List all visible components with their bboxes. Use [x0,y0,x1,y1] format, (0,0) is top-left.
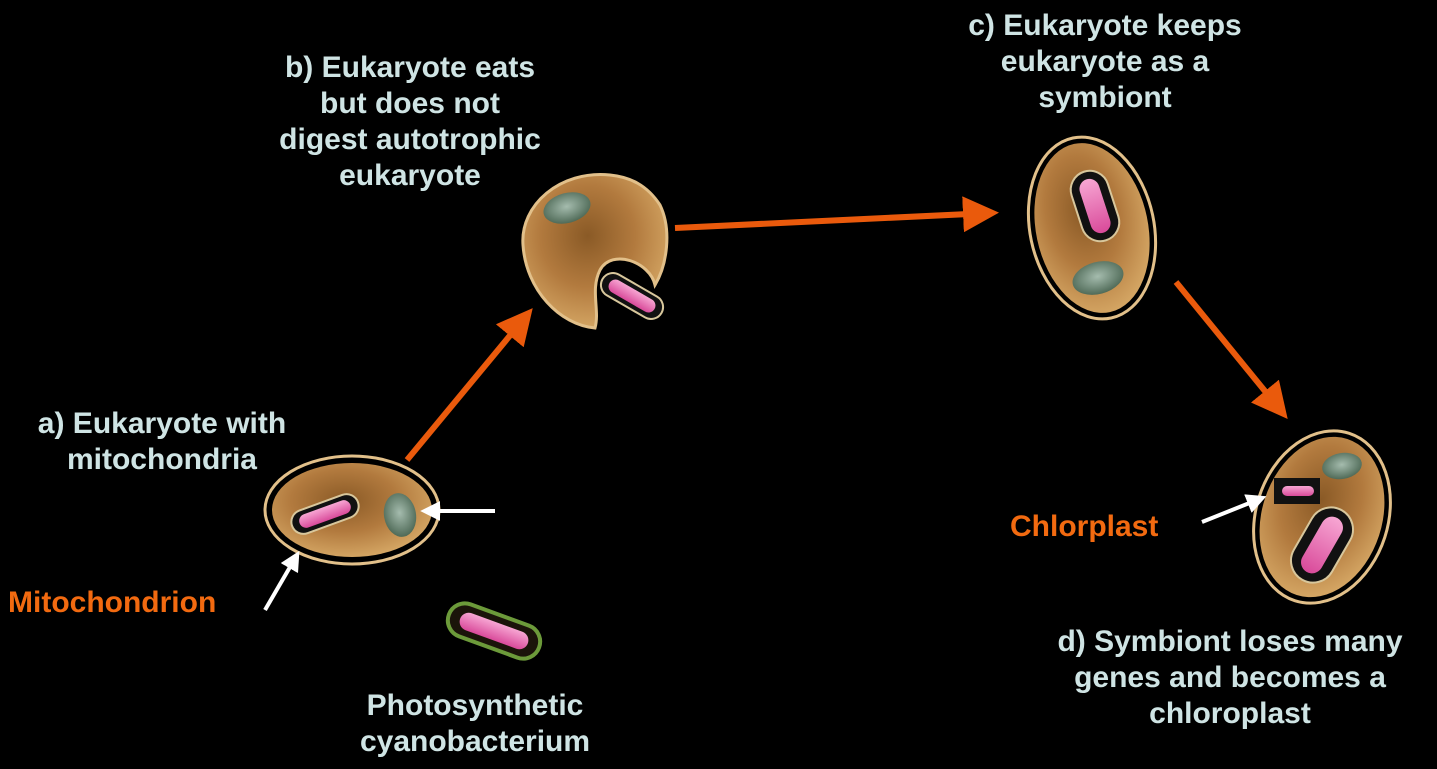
label-mitochondrion: Mitochondrion [8,585,253,621]
pointer-arrow-mitochondrion [265,555,297,610]
label-step-b-line: but does not [245,86,575,122]
label-step-a: a) Eukaryote with mitochondria [12,406,312,478]
label-step-b-line: b) Eukaryote eats [245,50,575,86]
label-step-b-line: eukaryote [245,158,575,194]
chloroplast-cell-icon [1232,413,1412,621]
flow-arrow-a-to-b [407,315,527,460]
flow-arrow-b-to-c [675,213,990,228]
label-step-c: c) Eukaryote keeps eukaryote as a symbio… [930,8,1280,116]
label-step-c-line: symbiont [930,80,1280,116]
label-step-d-line: genes and becomes a [1025,660,1435,696]
label-step-a-line: a) Eukaryote with [12,406,312,442]
label-step-d-line: chloroplast [1025,696,1435,732]
label-cyanobacterium-line: cyanobacterium [325,724,625,760]
label-step-a-line: mitochondria [12,442,312,478]
label-step-b: b) Eukaryote eats but does not digest au… [245,50,575,194]
flow-arrow-c-to-d [1176,282,1282,412]
engulfing-cell-icon [523,175,668,328]
label-chloroplast: Chlorplast [1010,509,1190,545]
label-step-c-line: c) Eukaryote keeps [930,8,1280,44]
label-cyanobacterium: Photosynthetic cyanobacterium [325,688,625,760]
label-cyanobacterium-line: Photosynthetic [325,688,625,724]
chloroplast-icon [1274,478,1320,504]
label-step-b-line: digest autotrophic [245,122,575,158]
symbiont-cell-icon [1012,125,1172,331]
cyanobacterium-icon [443,599,545,664]
label-step-d-line: d) Symbiont loses many [1025,624,1435,660]
label-step-c-line: eukaryote as a [930,44,1280,80]
label-step-d: d) Symbiont loses many genes and becomes… [1025,624,1435,732]
